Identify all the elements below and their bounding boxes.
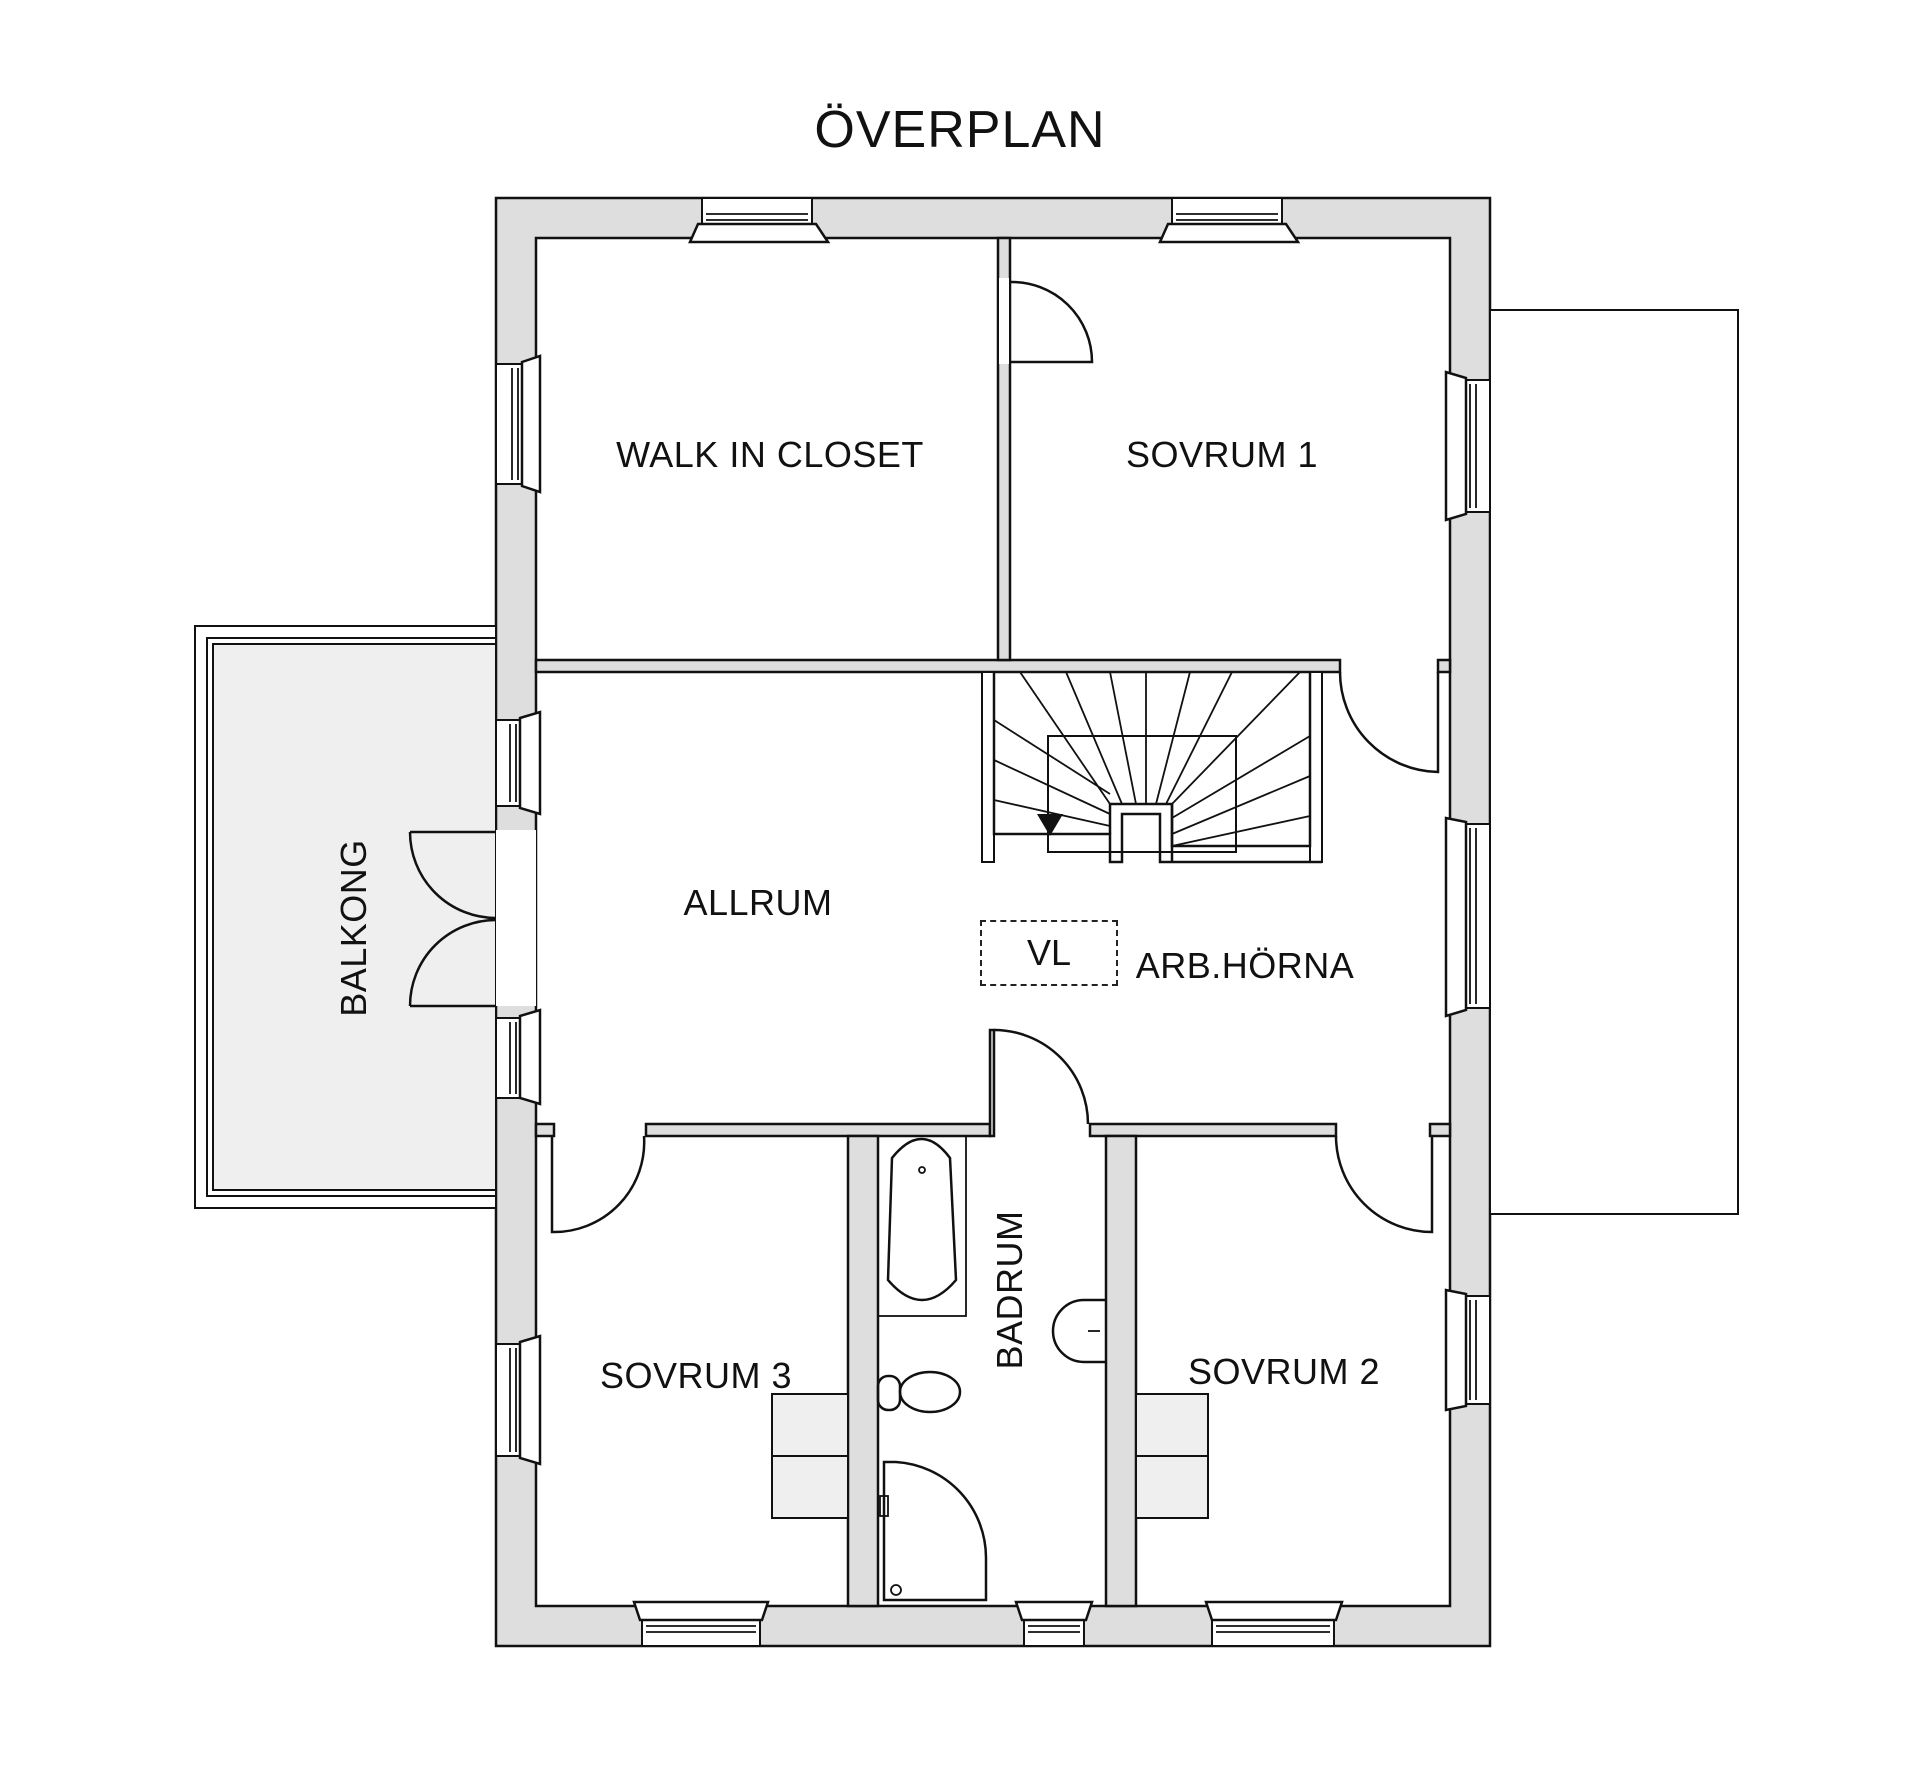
vl-label: VL	[1026, 932, 1072, 973]
room-label-arb-horna: ARB.HÖRNA	[1135, 945, 1355, 986]
page-title: ÖVERPLAN	[814, 101, 1106, 159]
stair-direction-arrow-icon	[1037, 814, 1063, 836]
shower-icon	[879, 1460, 988, 1602]
terrace-outline	[1489, 309, 1739, 1215]
sink-icon	[1051, 1298, 1106, 1364]
room-label-badrum: BADRUM	[989, 1210, 1030, 1370]
balcony	[194, 625, 497, 1209]
interior-walls	[534, 236, 1452, 1608]
room-label-sovrum-3: SOVRUM 3	[599, 1355, 793, 1396]
room-label-allrum: ALLRUM	[683, 882, 833, 923]
bathroom-fixtures	[876, 1135, 1106, 1602]
vl-box: VL	[980, 920, 1118, 986]
staircase	[981, 671, 1323, 864]
doors	[408, 280, 1452, 1234]
wardrobes	[771, 1393, 1209, 1519]
bathtub-icon	[886, 1137, 958, 1302]
toilet-icon	[876, 1370, 962, 1414]
room-label-balkong: BALKONG	[333, 839, 374, 1017]
room-label-sovrum-2: SOVRUM 2	[1187, 1351, 1381, 1392]
room-label-walk-in-closet: WALK IN CLOSET	[616, 434, 924, 475]
windows	[495, 197, 1491, 1647]
room-label-sovrum-1: SOVRUM 1	[1125, 434, 1319, 475]
